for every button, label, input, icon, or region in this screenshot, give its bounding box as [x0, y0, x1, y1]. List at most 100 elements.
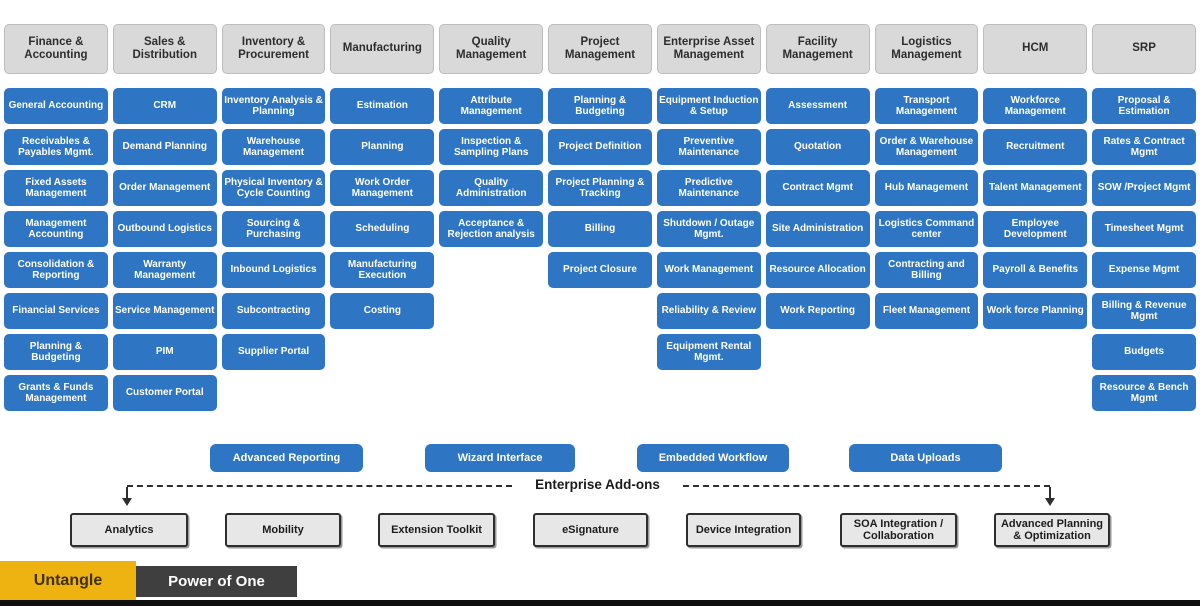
module-general-accounting: General Accounting [4, 88, 108, 124]
platform-embedded-workflow: Embedded Workflow [637, 444, 789, 472]
brand-tagline-power-of-one: Power of One [136, 566, 297, 597]
module-manufacturing-execution: Manufacturing Execution [330, 252, 435, 288]
module-workforce-management: Workforce Management [983, 88, 1088, 124]
addon-mobility: Mobility [225, 513, 341, 547]
module-payroll-benefits: Payroll & Benefits [983, 252, 1088, 288]
platform-row: Advanced Reporting Wizard Interface Embedd… [0, 444, 1200, 472]
enterprise-addons-label: Enterprise Add-ons [535, 477, 660, 492]
module-resource-bench-mgmt: Resource & Bench Mgmt [1092, 375, 1196, 411]
module-logistics-command-center: Logistics Command center [874, 211, 979, 247]
module-project-definition: Project Definition [548, 129, 652, 165]
column-header-quality-management: Quality Management [439, 24, 544, 74]
module-predictive-maintenance: Predictive Maintenance [656, 170, 761, 206]
down-arrow-icon [1045, 498, 1055, 506]
module-equipment-rental-mgmt: Equipment Rental Mgmt. [656, 334, 761, 370]
module-quotation: Quotation [765, 129, 870, 165]
module-order-management: Order Management [112, 170, 217, 206]
column-header-hcm: HCM [983, 24, 1088, 74]
module-billing: Billing [548, 211, 652, 247]
platform-data-uploads: Data Uploads [849, 444, 1002, 472]
addon-soa-integration-collaboration: SOA Integration / Collaboration [840, 513, 957, 547]
module-planning: Planning [330, 129, 435, 165]
module-subcontracting: Subcontracting [221, 293, 326, 329]
module-supplier-portal: Supplier Portal [221, 334, 326, 370]
module-pim: PIM [112, 334, 217, 370]
addon-analytics: Analytics [70, 513, 188, 547]
module-preventive-maintenance: Preventive Maintenance [656, 129, 761, 165]
module-service-management: Service Management [112, 293, 217, 329]
addons-row: Analytics Mobility Extension Toolkit eSigna… [0, 513, 1200, 547]
module-work-order-management: Work Order Management [330, 170, 435, 206]
module-grants-funds-management: Grants & Funds Management [4, 375, 108, 411]
bottom-divider-bar [0, 600, 1200, 606]
module-sow-project-mgmt: SOW /Project Mgmt [1092, 170, 1196, 206]
addon-esignature: eSignature [533, 513, 648, 547]
addon-extension-toolkit: Extension Toolkit [378, 513, 495, 547]
column-header-logistics-management: Logistics Management [874, 24, 979, 74]
addon-device-integration: Device Integration [686, 513, 801, 547]
module-work-reporting: Work Reporting [765, 293, 870, 329]
platform-advanced-reporting: Advanced Reporting [210, 444, 363, 472]
module-inspection-sampling-plans: Inspection & Sampling Plans [439, 129, 544, 165]
module-crm: CRM [112, 88, 217, 124]
module-expense-mgmt: Expense Mgmt [1092, 252, 1196, 288]
module-shutdown-outage-mgmt: Shutdown / Outage Mgmt. [656, 211, 761, 247]
module-billing-revenue-mgmt: Billing & Revenue Mgmt [1092, 293, 1196, 329]
addon-advanced-planning-optimization: Advanced Planning & Optimization [994, 513, 1110, 547]
module-reliability-review: Reliability & Review [656, 293, 761, 329]
platform-wizard-interface: Wizard Interface [425, 444, 575, 472]
module-work-management: Work Management [656, 252, 761, 288]
module-demand-planning: Demand Planning [112, 129, 217, 165]
module-transport-management: Transport Management [874, 88, 979, 124]
column-header-srp: SRP [1092, 24, 1196, 74]
down-arrow-icon [122, 498, 132, 506]
module-management-accounting: Management Accounting [4, 211, 108, 247]
module-estimation: Estimation [330, 88, 435, 124]
dashed-connector-left [127, 485, 512, 487]
module-rates-contract-mgmt: Rates & Contract Mgmt [1092, 129, 1196, 165]
module-costing: Costing [330, 293, 435, 329]
module-work-force-planning: Work force Planning [983, 293, 1088, 329]
module-talent-management: Talent Management [983, 170, 1088, 206]
module-receivables-payables-mgmt: Receivables & Payables Mgmt. [4, 129, 108, 165]
module-customer-portal: Customer Portal [112, 375, 217, 411]
module-outbound-logistics: Outbound Logistics [112, 211, 217, 247]
module-recruitment: Recruitment [983, 129, 1088, 165]
column-header-project-management: Project Management [548, 24, 652, 74]
module-assessment: Assessment [765, 88, 870, 124]
module-timesheet-mgmt: Timesheet Mgmt [1092, 211, 1196, 247]
module-inbound-logistics: Inbound Logistics [221, 252, 326, 288]
module-quality-administration: Quality Administration [439, 170, 544, 206]
module-fixed-assets-management: Fixed Assets Management [4, 170, 108, 206]
module-warehouse-management: Warehouse Management [221, 129, 326, 165]
module-hub-management: Hub Management [874, 170, 979, 206]
module-proposal-estimation: Proposal & Estimation [1092, 88, 1196, 124]
module-attribute-management: Attribute Management [439, 88, 544, 124]
down-arrow-icon [1049, 487, 1051, 498]
column-header-facility-management: Facility Management [765, 24, 870, 74]
module-contract-mgmt: Contract Mgmt [765, 170, 870, 206]
module-sourcing-purchasing: Sourcing & Purchasing [221, 211, 326, 247]
module-planning-budgeting: Planning & Budgeting [4, 334, 108, 370]
brand-logo-untangle: Untangle [0, 561, 136, 601]
column-header-manufacturing: Manufacturing [330, 24, 435, 74]
module-budgets: Budgets [1092, 334, 1196, 370]
module-financial-services: Financial Services [4, 293, 108, 329]
column-header-inventory-procurement: Inventory & Procurement [221, 24, 326, 74]
module-inventory-analysis-planning: Inventory Analysis & Planning [221, 88, 326, 124]
module-site-administration: Site Administration [765, 211, 870, 247]
module-employee-development: Employee Development [983, 211, 1088, 247]
module-planning-budgeting: Planning & Budgeting [548, 88, 652, 124]
